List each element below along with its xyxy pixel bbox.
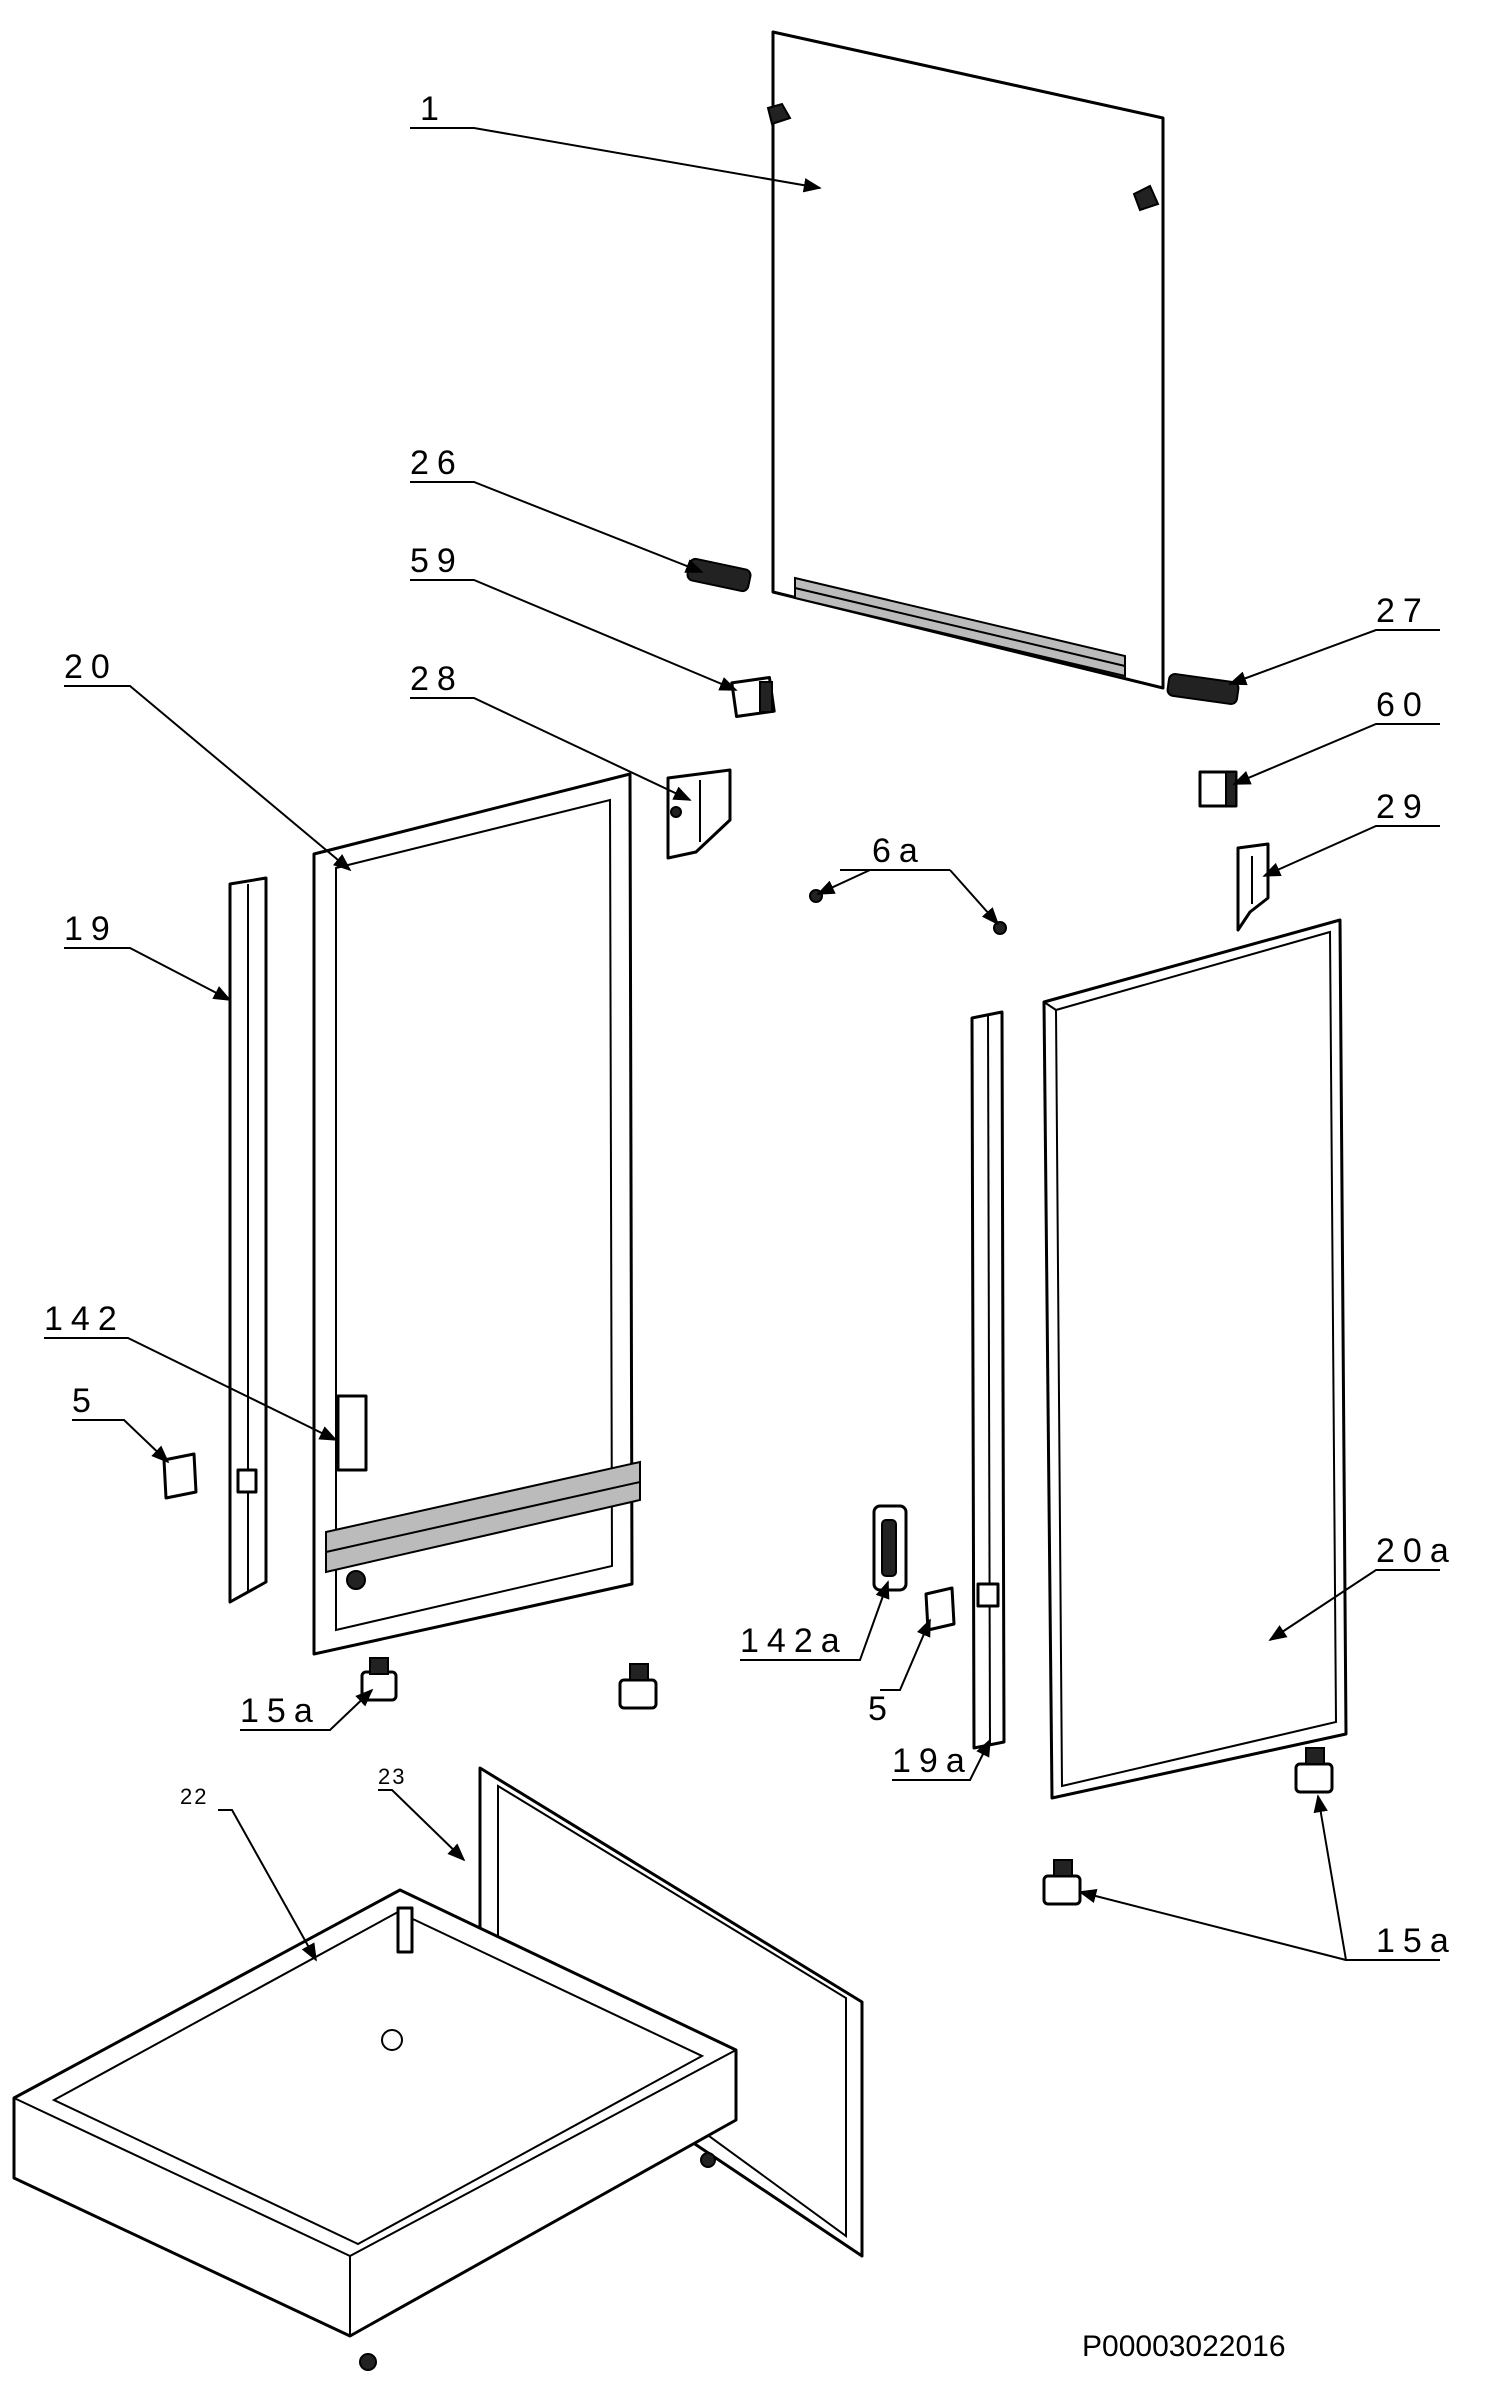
reference-code: P00003022016 — [1082, 2330, 1286, 2363]
part-27-spring — [1166, 673, 1240, 705]
part-1-rear-panel — [766, 30, 1165, 690]
callout-20a: 20a — [1376, 1532, 1457, 1570]
part-15a-foot-rear-right — [1294, 1747, 1334, 1794]
callout-29: 29 — [1376, 788, 1430, 826]
part-142a-hinge — [872, 1504, 908, 1592]
part-6a-screws — [809, 889, 1007, 935]
callout-142a: 142a — [740, 1622, 848, 1660]
part-20-left-side-panel — [312, 772, 641, 1656]
callout-19: 19 — [64, 910, 118, 948]
callout-underlines — [44, 481, 1440, 1961]
callout-60: 60 — [1376, 686, 1430, 724]
callout-142: 142 — [44, 1300, 125, 1338]
callout-22: 22 — [180, 1784, 208, 1809]
callout-1: 1 — [420, 90, 447, 128]
part-20a-right-side-panel — [1042, 918, 1348, 1800]
callout-20: 20 — [64, 648, 118, 686]
callout-28: 28 — [410, 660, 464, 698]
callout-5-left: 5 — [72, 1382, 99, 1420]
callout-15a-left: 15a — [240, 1692, 321, 1730]
part-5-left-clip — [162, 1452, 198, 1500]
part-15a-foot-rear-left — [618, 1663, 658, 1710]
callout-15a-right: 15a — [1376, 1922, 1457, 1960]
part-15a-foot-front-right — [1042, 1859, 1082, 1906]
callout-26: 26 — [410, 444, 464, 482]
part-28-bracket — [666, 768, 732, 860]
part-59-clip — [730, 676, 776, 718]
callout-19a: 19a — [892, 1742, 973, 1780]
part-19-left-strip — [228, 876, 268, 1604]
callout-labels: 1 26 59 28 20 27 60 29 6a 19 142 5 20a 1… — [44, 90, 1457, 1960]
callout-23: 23 — [378, 1764, 406, 1789]
part-26-spring — [686, 557, 752, 593]
callout-6a: 6a — [872, 832, 926, 870]
part-60-clip — [1198, 770, 1238, 808]
part-29-bracket — [1236, 842, 1270, 932]
callout-59: 59 — [410, 542, 464, 580]
callout-5-right: 5 — [868, 1690, 895, 1728]
callout-27: 27 — [1376, 592, 1430, 630]
part-19a-right-strip — [970, 1010, 1006, 1750]
part-23-rear-plinth — [478, 1766, 864, 2258]
part-22-base-frame — [12, 1888, 738, 2371]
part-5-right-clip — [924, 1586, 956, 1632]
